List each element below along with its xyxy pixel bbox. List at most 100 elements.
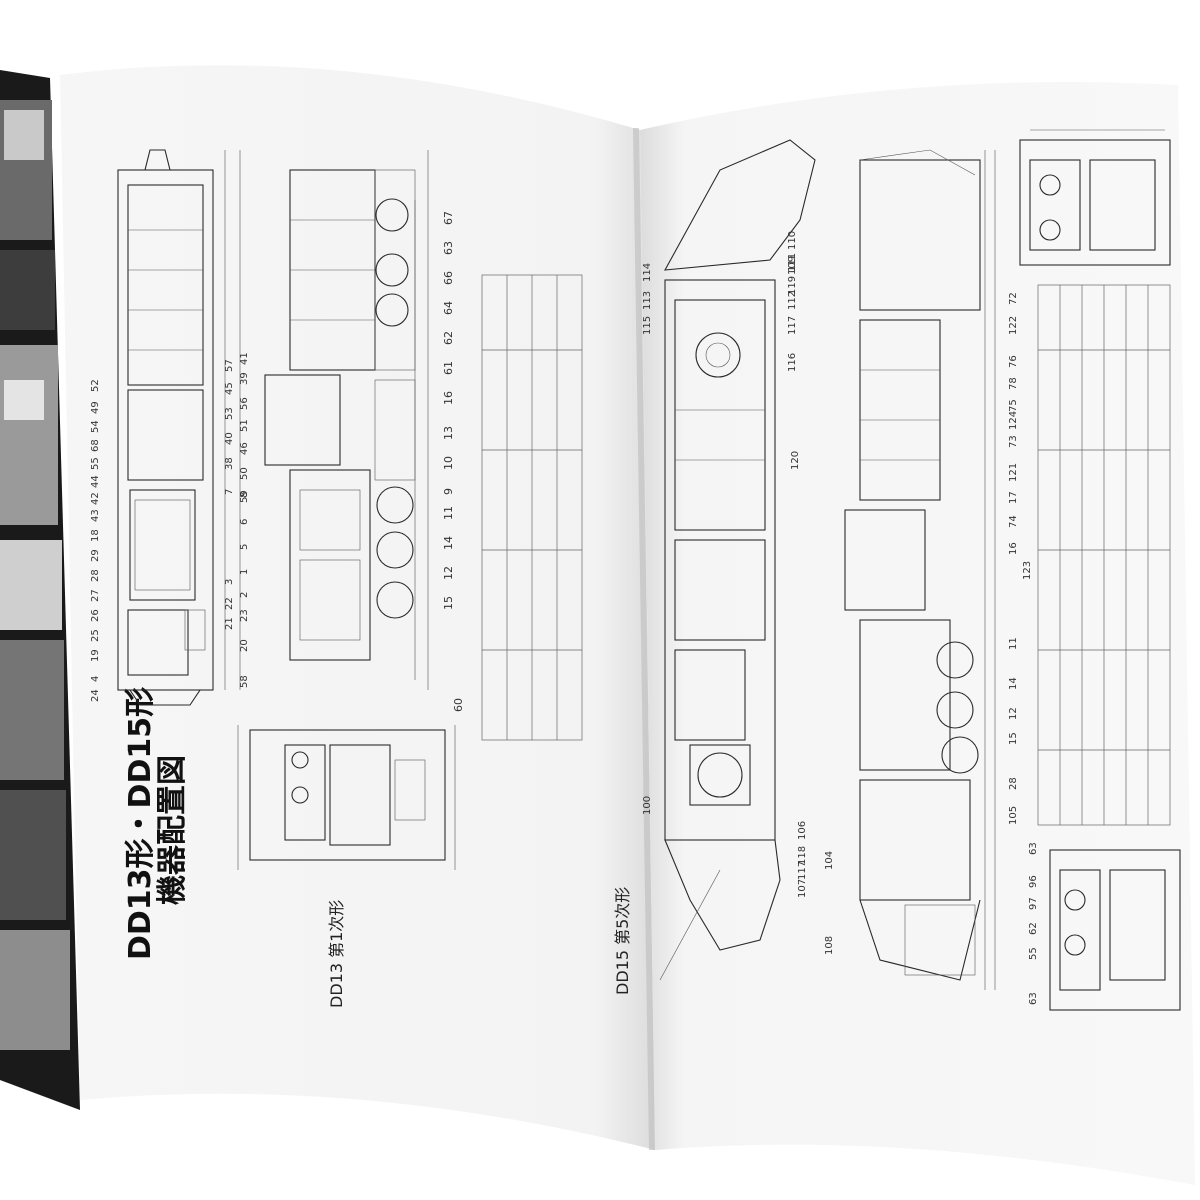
callout: 62 bbox=[1028, 922, 1039, 935]
callout: 59 bbox=[239, 490, 250, 503]
callout: 119 bbox=[787, 276, 798, 295]
callout: 17 bbox=[1008, 491, 1019, 504]
callout: 113 bbox=[642, 291, 653, 310]
callout: 13 bbox=[442, 426, 455, 440]
callout: 68 bbox=[90, 439, 101, 452]
callout: 115 bbox=[642, 316, 653, 335]
callout: 110 bbox=[787, 231, 798, 250]
dd15-callouts-right: 72 122 76 78 75 124 73 121 17 74 16 123 … bbox=[1008, 292, 1039, 1005]
right-page bbox=[640, 82, 1195, 1185]
callout: 63 bbox=[1028, 842, 1039, 855]
callout: 46 bbox=[239, 442, 250, 455]
dd13-callouts-left: 52 49 54 68 55 44 42 43 18 29 28 27 26 2… bbox=[90, 379, 101, 702]
callout: 42 bbox=[90, 492, 101, 505]
callout: 63 bbox=[1028, 992, 1039, 1005]
dd15-side-view bbox=[844, 149, 996, 990]
callout: 121 bbox=[1008, 463, 1019, 482]
callout: 76 bbox=[1008, 355, 1019, 368]
callout: 6 bbox=[239, 519, 250, 525]
callout: 51 bbox=[239, 419, 250, 432]
callout: 41 bbox=[239, 352, 250, 365]
callout: 53 bbox=[224, 407, 235, 420]
page-title-line1: DD13形・DD15形 bbox=[123, 687, 158, 960]
dd15-callouts-top: 110 109 119 111 112 117 116 114 113 115 … bbox=[642, 231, 801, 470]
callout: 28 bbox=[90, 569, 101, 582]
callout: 18 bbox=[90, 529, 101, 542]
callout: 122 bbox=[1008, 316, 1019, 335]
callout: 4 bbox=[90, 676, 101, 682]
callout: 43 bbox=[90, 509, 101, 522]
callout: 55 bbox=[1028, 947, 1039, 960]
callout: 117 bbox=[787, 316, 798, 335]
callout: 116 bbox=[787, 353, 798, 372]
callout: 5 bbox=[239, 544, 250, 550]
callout: 21 bbox=[224, 617, 235, 630]
callout: 23 bbox=[239, 609, 250, 622]
left-page bbox=[60, 65, 655, 1151]
callout: 118 bbox=[797, 846, 808, 865]
dd15-parts-table bbox=[1037, 284, 1171, 826]
callout: 28 bbox=[1008, 777, 1019, 790]
callout: 50 bbox=[239, 467, 250, 480]
dd15-callouts-bottom: 100 106 118 117 107 104 108 bbox=[642, 796, 835, 955]
callout: 12 bbox=[442, 566, 455, 580]
callout: 15 bbox=[442, 596, 455, 610]
callout: 55 bbox=[90, 457, 101, 470]
callout: 2 bbox=[239, 592, 250, 598]
dd13-side-view bbox=[224, 150, 429, 690]
callout: 16 bbox=[1008, 542, 1019, 555]
callout: 22 bbox=[224, 597, 235, 610]
left-caption: DD13 第1次形 bbox=[327, 900, 346, 1008]
callout: 73 bbox=[1008, 435, 1019, 448]
callout: 104 bbox=[824, 851, 835, 870]
callout: 8 bbox=[239, 492, 250, 498]
callout: 96 bbox=[1028, 875, 1039, 888]
callout: 66 bbox=[442, 271, 455, 285]
dd15-end-view-top bbox=[1019, 129, 1171, 266]
callout: 20 bbox=[239, 639, 250, 652]
callout: 123 bbox=[1022, 561, 1033, 580]
callout: 111 bbox=[787, 253, 798, 272]
callout: 11 bbox=[442, 506, 455, 520]
dd15-end-view-bottom bbox=[1049, 849, 1181, 1011]
callout: 54 bbox=[90, 420, 101, 433]
callout: 16 bbox=[442, 391, 455, 405]
callout: 124 bbox=[1008, 411, 1019, 430]
callout: 38 bbox=[224, 457, 235, 470]
callout: 60 bbox=[452, 698, 465, 712]
callout: 109 bbox=[787, 256, 798, 275]
callout: 40 bbox=[224, 432, 235, 445]
dd13-end-view bbox=[237, 725, 456, 870]
callout: 62 bbox=[442, 331, 455, 345]
photo-strip bbox=[0, 70, 80, 1110]
callout: 10 bbox=[442, 456, 455, 470]
callout: 12 bbox=[1008, 707, 1019, 720]
callout: 26 bbox=[90, 609, 101, 622]
callout: 27 bbox=[90, 589, 101, 602]
callout: 24 bbox=[90, 689, 101, 702]
callout: 25 bbox=[90, 629, 101, 642]
callout: 1 bbox=[239, 569, 250, 575]
right-caption: DD15 第5次形 bbox=[613, 887, 632, 995]
callout: 78 bbox=[1008, 377, 1019, 390]
callout: 45 bbox=[224, 382, 235, 395]
callout: 14 bbox=[1008, 677, 1019, 690]
callout: 63 bbox=[442, 241, 455, 255]
callout: 117 bbox=[797, 861, 808, 880]
callout: 74 bbox=[1008, 515, 1019, 528]
callout: 52 bbox=[90, 379, 101, 392]
callout: 106 bbox=[797, 821, 808, 840]
callout: 7 bbox=[224, 489, 235, 495]
callout: 61 bbox=[442, 361, 455, 375]
callout: 57 bbox=[224, 359, 235, 372]
callout: 19 bbox=[90, 649, 101, 662]
callout: 39 bbox=[239, 372, 250, 385]
dd13-plan-view bbox=[117, 149, 214, 706]
callout: 107 bbox=[797, 879, 808, 898]
callout: 75 bbox=[1008, 399, 1019, 412]
callout: 58 bbox=[239, 675, 250, 688]
callout: 112 bbox=[787, 291, 798, 310]
callout: 114 bbox=[642, 263, 653, 282]
callout: 72 bbox=[1008, 292, 1019, 305]
